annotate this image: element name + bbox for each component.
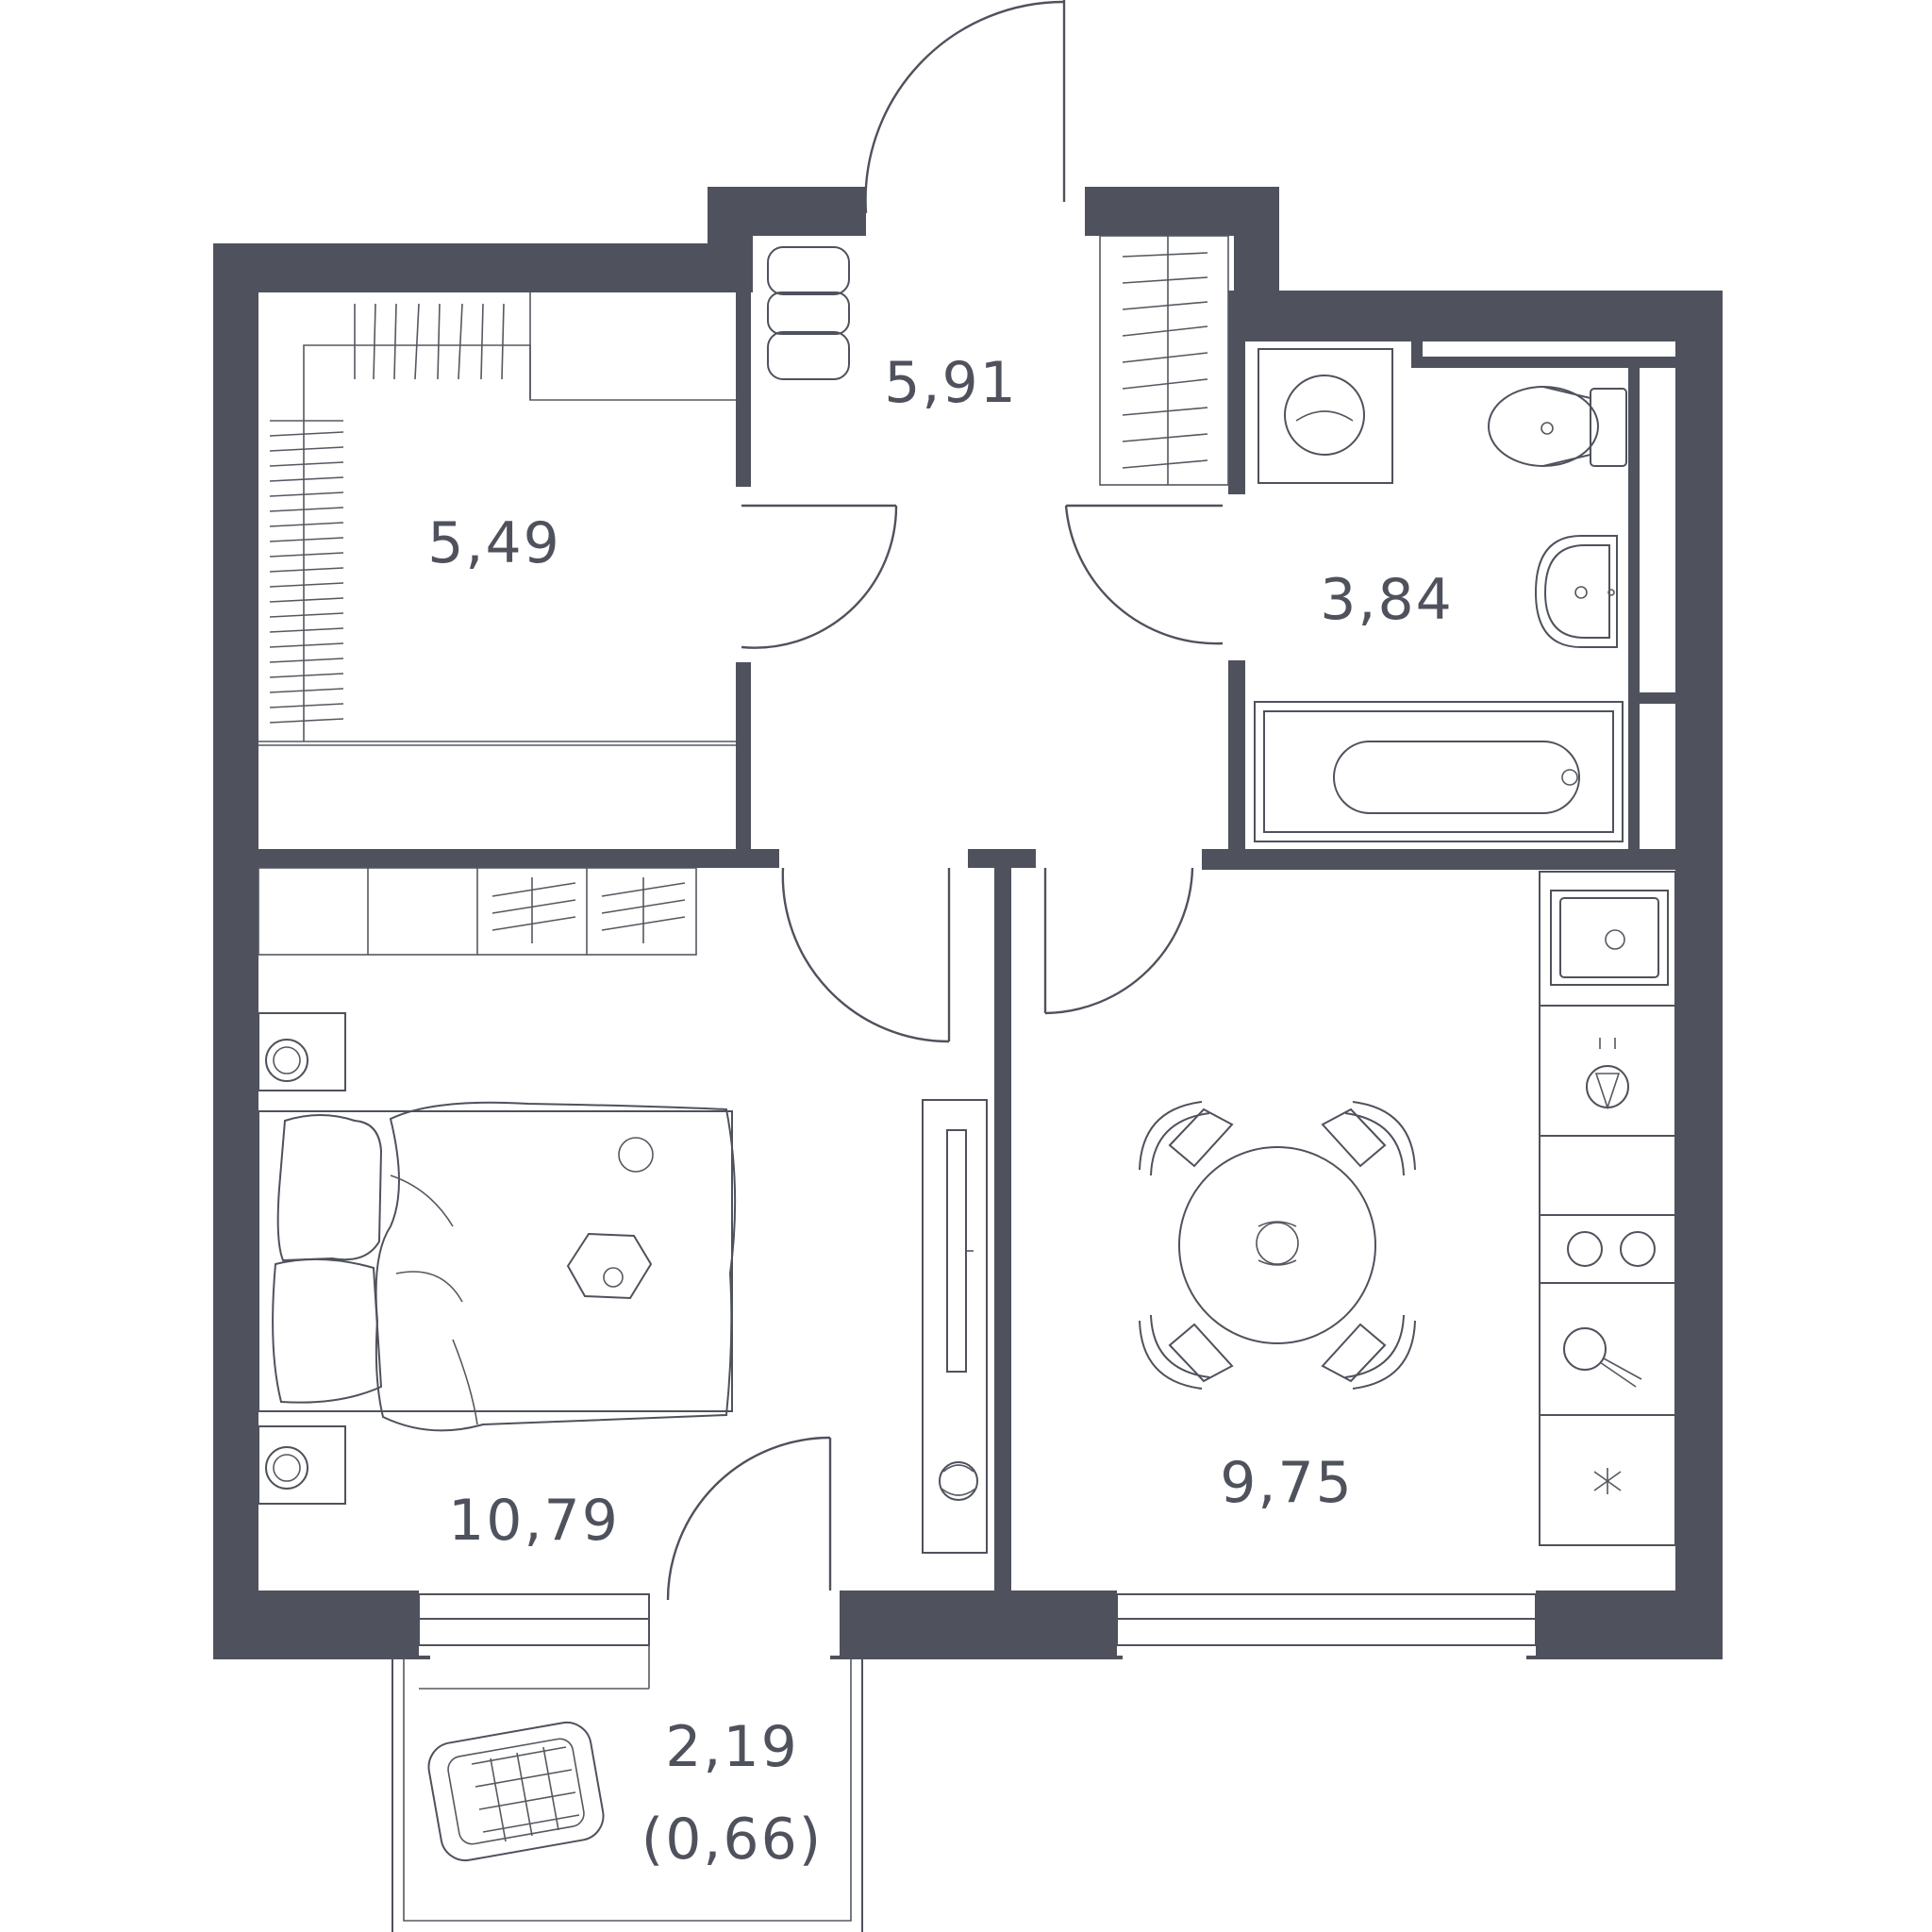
toilet-icon [1488,386,1627,467]
laundry-basket-icon [427,1721,605,1862]
wardrobe-icon [258,867,697,956]
door-swing-icon [666,0,1224,1601]
nightstand-lamp-icon [258,1012,346,1505]
sink-icon [1534,535,1618,648]
balcony [391,1645,863,1932]
bed-icon [258,1101,737,1432]
cooktop-icon [1567,1231,1656,1267]
washing-machine-icon [1257,348,1393,484]
hallway-area-label: 5,91 [884,350,1018,416]
balcony-area-label: 2,19 [665,1714,799,1780]
fridge-icon [1593,1468,1622,1494]
plant-icon [939,1461,978,1501]
chair-icon [1139,1101,1416,1390]
kitchen-area-label: 9,75 [1220,1450,1354,1516]
oven-icon [1586,1038,1629,1110]
dining-table-icon [1178,1146,1376,1344]
bedroom-area-label: 10,79 [448,1488,620,1554]
kitchen-sink-icon [1550,890,1669,986]
area-labels: 5,49 5,91 3,84 10,79 9,75 2,19 (0,66) [427,350,1454,1873]
bench-icon [767,246,850,380]
bathroom-area-label: 3,84 [1320,567,1454,633]
cookware-icon [1563,1327,1642,1388]
wardrobe-icon [1099,235,1229,486]
wardrobe-icon [258,292,736,746]
storage-area-label: 5,49 [427,510,561,576]
walls [213,187,1723,1659]
kitchen-counter [1539,871,1676,1546]
bathtub-icon [1254,701,1624,842]
window-glazing [418,1593,1537,1646]
balcony-reduced-area-label: (0,66) [641,1807,823,1873]
tv-console-icon [922,1099,988,1554]
